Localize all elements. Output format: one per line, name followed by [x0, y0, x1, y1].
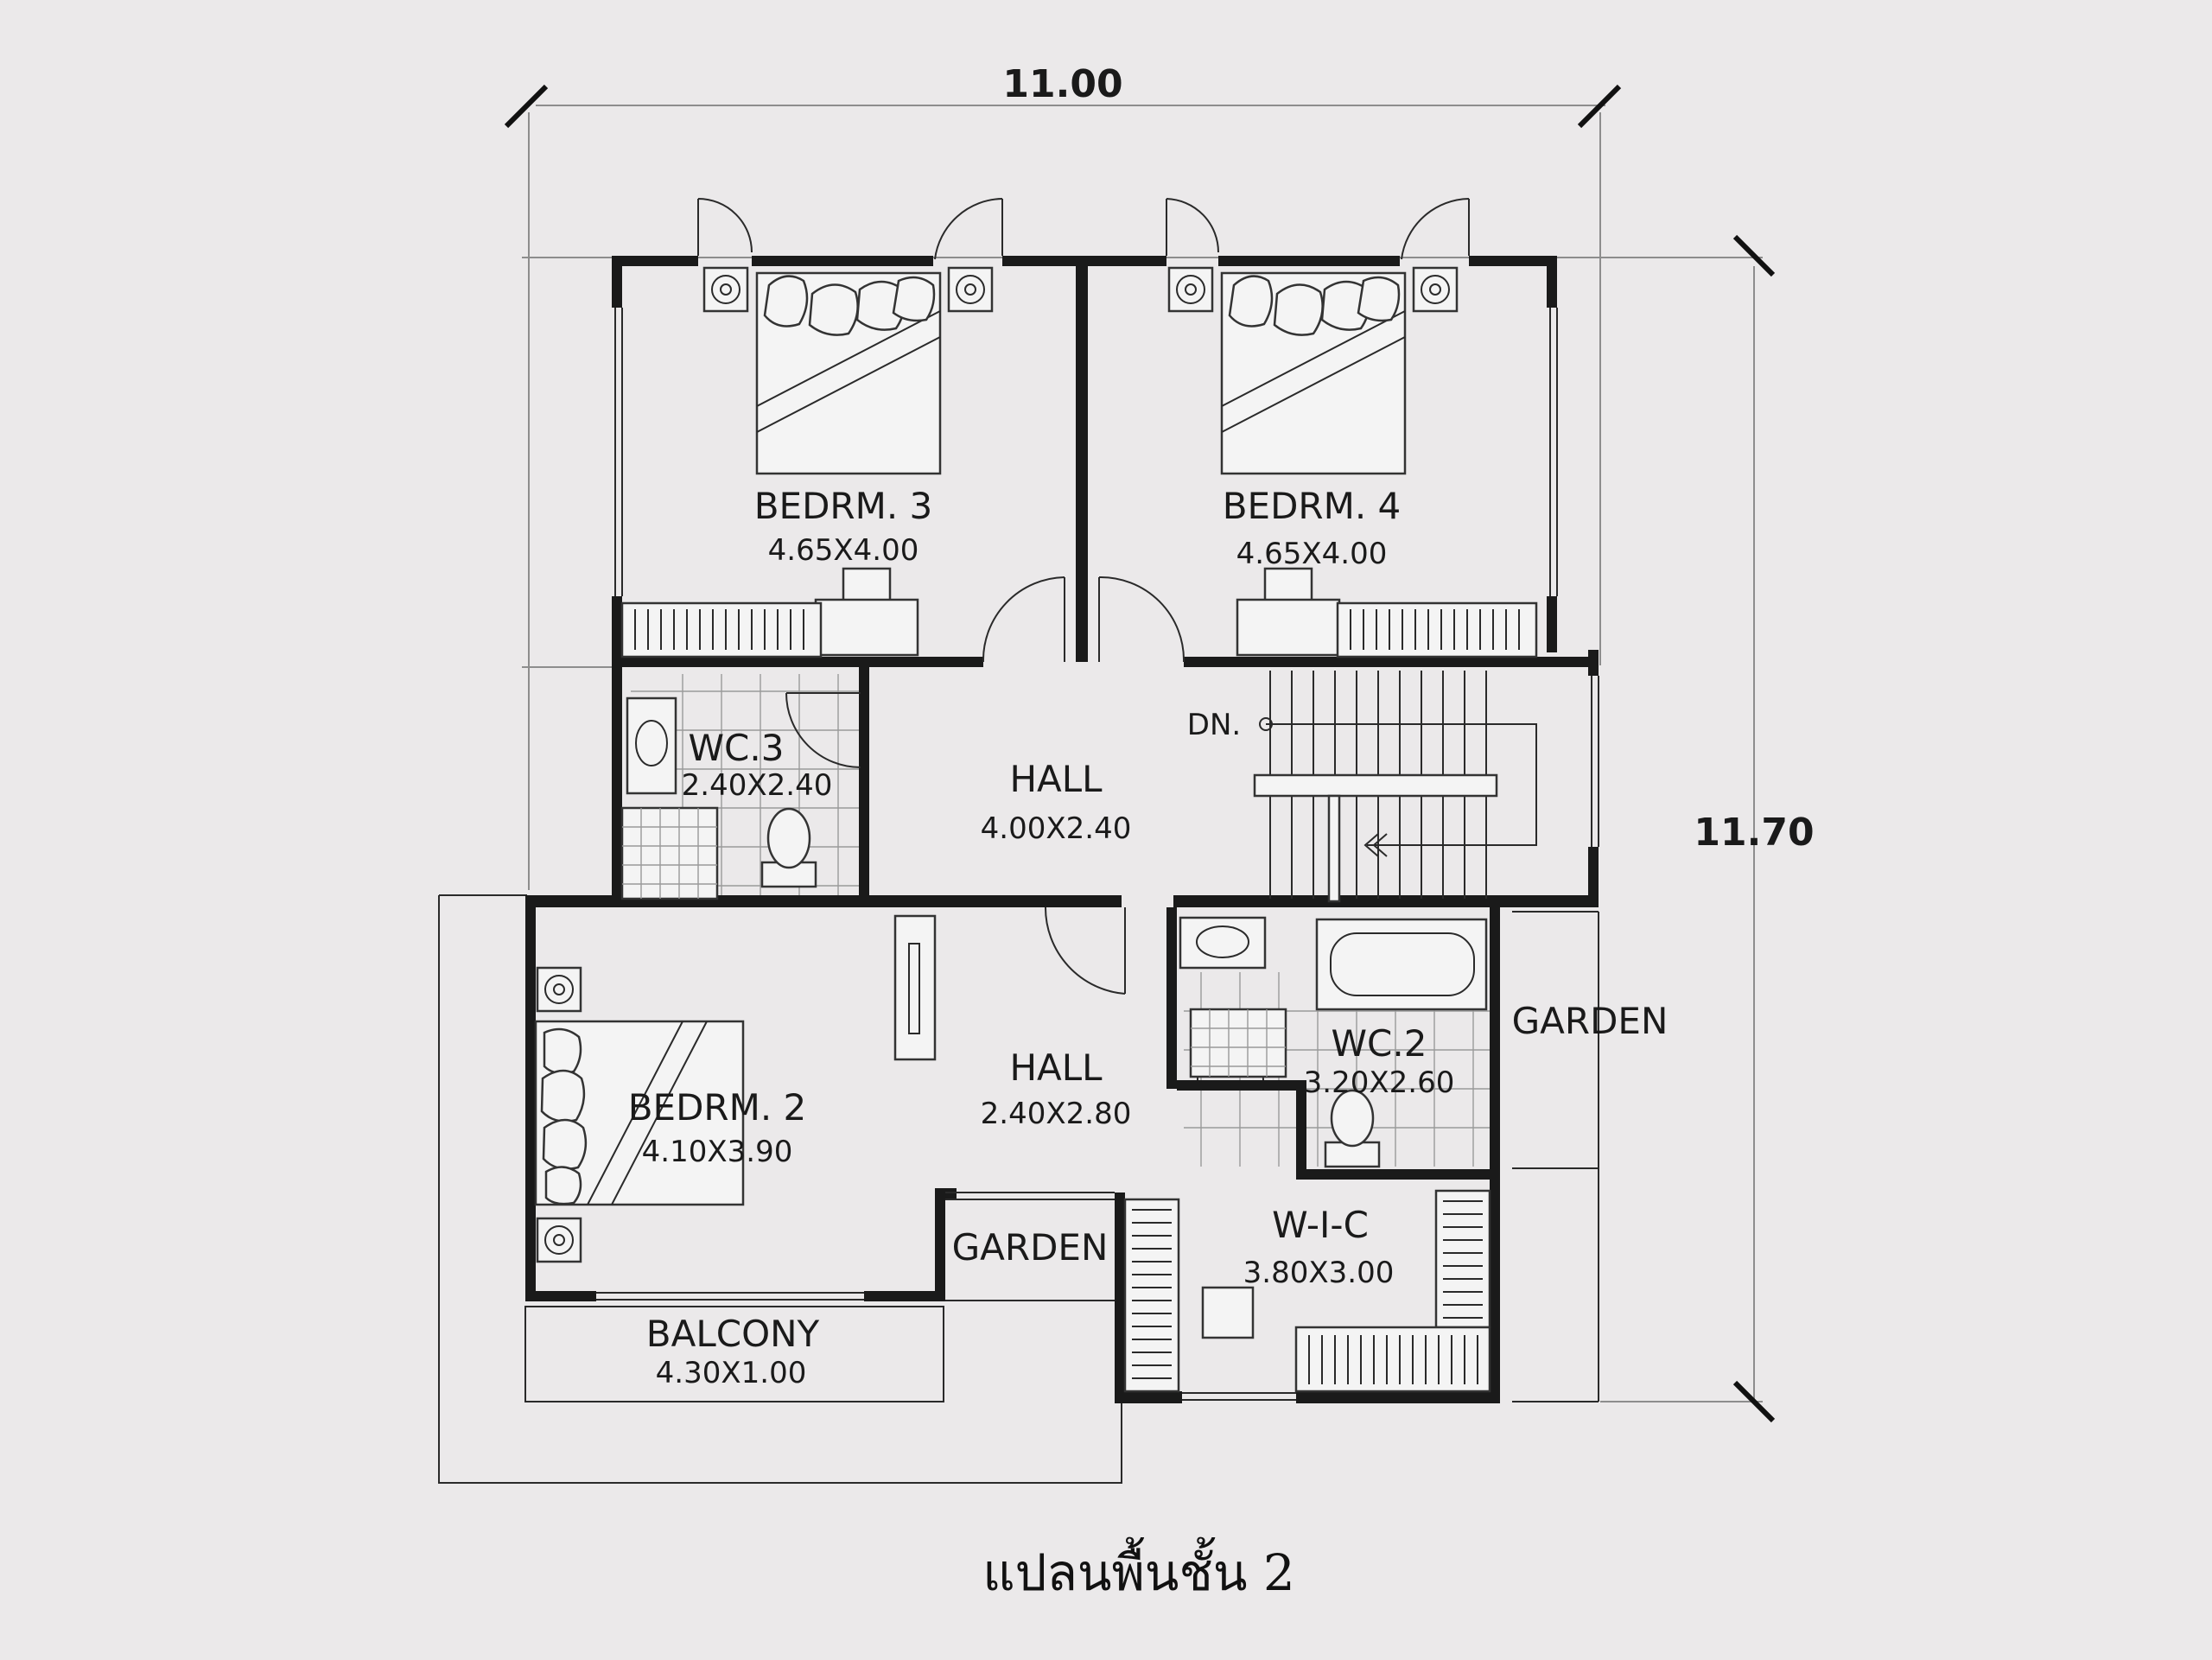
bathtub-icon [1315, 918, 1488, 1011]
svg-text:HALL: HALL [1009, 1046, 1103, 1089]
svg-text:BEDRM. 3: BEDRM. 3 [754, 485, 933, 527]
room-bedroom-3: BEDRM. 3 4.65X4.00 [754, 485, 933, 568]
room-bedroom-2: BEDRM. 2 4.10X3.90 [628, 1086, 807, 1169]
svg-text:BEDRM. 4: BEDRM. 4 [1223, 485, 1402, 527]
svg-text:3.20X2.60: 3.20X2.60 [1304, 1065, 1455, 1100]
room-hall-lower: HALL 2.40X2.80 [981, 1046, 1132, 1131]
shower-tray-icon [620, 806, 719, 900]
svg-text:W-I-C: W-I-C [1272, 1204, 1369, 1246]
svg-text:GARDEN: GARDEN [1512, 1000, 1669, 1042]
walls [525, 256, 1599, 1403]
bed-icon [755, 271, 942, 475]
svg-text:BALCONY: BALCONY [646, 1313, 820, 1355]
washbasin-icon [1179, 916, 1267, 970]
toilet-icon [760, 807, 817, 888]
bed-icon [534, 1020, 745, 1206]
wardrobe-icon [1434, 1189, 1491, 1329]
depth-dimension: 11.70 [1694, 811, 1814, 855]
svg-text:WC.3: WC.3 [689, 727, 785, 769]
room-wc-3: WC.3 2.40X2.40 [682, 727, 833, 803]
room-balcony: BALCONY 4.30X1.00 [646, 1313, 820, 1390]
wardrobe-icon [1336, 601, 1538, 658]
svg-text:4.00X2.40: 4.00X2.40 [981, 811, 1132, 846]
lamp-icon [702, 266, 994, 313]
width-dimension: 11.00 [1002, 62, 1122, 106]
windows [596, 308, 1599, 1401]
desk-icon [1236, 598, 1341, 657]
wardrobe-icon [1294, 1326, 1491, 1393]
shower-tray-icon [1189, 1008, 1287, 1078]
svg-text:4.10X3.90: 4.10X3.90 [642, 1135, 793, 1169]
tv-cabinet-icon [893, 914, 937, 1061]
doors [697, 198, 1470, 1081]
lamp-icon [536, 966, 582, 1263]
svg-text:GARDEN: GARDEN [952, 1226, 1109, 1269]
svg-text:3.80X3.00: 3.80X3.00 [1243, 1256, 1395, 1290]
lamp-icon [1167, 266, 1459, 313]
island-seat-icon [1201, 1286, 1255, 1339]
room-bedroom-4: BEDRM. 4 4.65X4.00 [1223, 485, 1402, 571]
svg-text:4.65X4.00: 4.65X4.00 [1236, 537, 1388, 571]
svg-text:4.65X4.00: 4.65X4.00 [768, 533, 919, 568]
room-garden-right: GARDEN [1512, 1000, 1669, 1042]
stair-down-label: DN. [1187, 708, 1241, 742]
toilet-icon [1324, 1089, 1381, 1168]
desk-icon [814, 598, 919, 657]
room-garden-center: GARDEN [952, 1226, 1109, 1269]
svg-text:HALL: HALL [1009, 758, 1103, 800]
svg-text:WC.2: WC.2 [1332, 1022, 1427, 1065]
washbasin-icon [626, 696, 677, 795]
svg-text:2.40X2.80: 2.40X2.80 [981, 1097, 1132, 1131]
staircase [1253, 671, 1537, 903]
room-walk-in-closet: W-I-C 3.80X3.00 [1243, 1204, 1395, 1290]
plan-caption: แปลนพื้นชั้น 2 [982, 1537, 1295, 1602]
wardrobe-icon [1123, 1198, 1180, 1393]
wardrobe-icon [620, 601, 823, 658]
svg-text:2.40X2.40: 2.40X2.40 [682, 768, 833, 803]
shower-tile [1191, 1009, 1286, 1077]
bed-icon [1220, 271, 1407, 475]
svg-text:BEDRM. 2: BEDRM. 2 [628, 1086, 807, 1129]
room-wc-2: WC.2 3.20X2.60 [1304, 1022, 1455, 1100]
room-hall-upper: HALL 4.00X2.40 [981, 758, 1132, 846]
shower-tile [622, 808, 717, 899]
svg-text:4.30X1.00: 4.30X1.00 [656, 1356, 807, 1390]
